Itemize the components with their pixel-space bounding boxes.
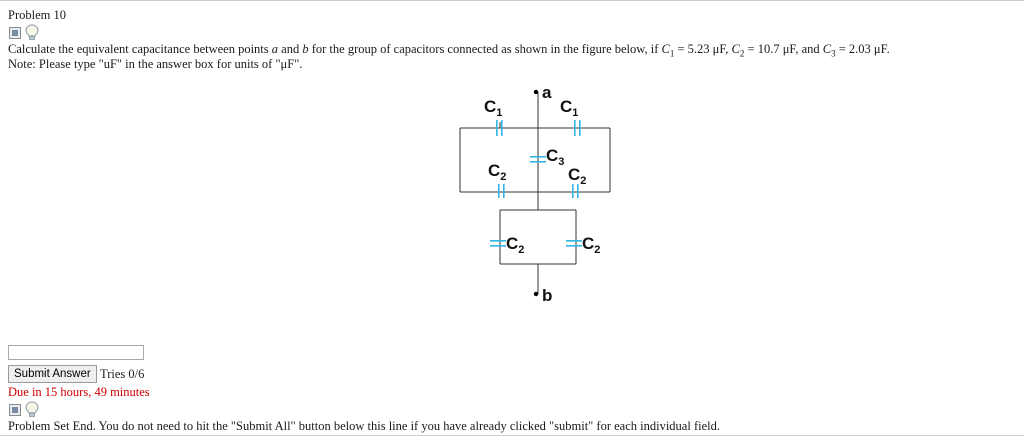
label-c2-left: C2: [488, 161, 506, 183]
label-c2-lower-right: C2: [582, 234, 600, 256]
label-c1-right: C1: [560, 97, 578, 119]
due-time: Due in 15 hours, 49 minutes: [8, 385, 150, 399]
label-c3: C3: [546, 146, 564, 168]
label-a: a: [542, 83, 552, 102]
note-text: Note: Please type "uF" in the answer box…: [8, 57, 303, 71]
c1-right-plates: [574, 120, 576, 136]
c3-plates: [530, 156, 546, 158]
tries-count: Tries 0/6: [100, 367, 145, 381]
label-c1-left: C1: [484, 97, 502, 119]
c2-left-plates: [498, 184, 500, 198]
label-c2-lower-left: C2: [506, 234, 524, 256]
label-b: b: [542, 286, 552, 305]
label-c2-right: C2: [568, 165, 586, 187]
terminal-a-dot: [533, 89, 539, 95]
terminal-b-dot: [533, 291, 539, 297]
circuit-diagram: a b C1 C1 C2 C2 C3 C2 C2: [459, 83, 611, 305]
submit-answer-button[interactable]: Submit Answer: [8, 365, 97, 383]
c2-right-plates: [572, 184, 574, 198]
answer-input[interactable]: [8, 345, 144, 360]
c2-lower-right-plates: [566, 240, 582, 242]
problem-set-end-text: Problem Set End. You do not need to hit …: [8, 419, 720, 433]
question-text: Calculate the equivalent capacitance bet…: [8, 42, 890, 59]
feedback-icon-bottom[interactable]: [9, 404, 21, 416]
hint-lightbulb-icon-bottom[interactable]: [25, 401, 39, 419]
feedback-icon[interactable]: [9, 27, 21, 39]
c1-left-plates: [496, 120, 498, 136]
problem-title: Problem 10: [8, 8, 66, 22]
c2-lower-left-plates: [490, 240, 506, 242]
hint-lightbulb-icon[interactable]: [25, 24, 39, 42]
top-divider: [0, 0, 1024, 1]
bottom-divider: [0, 435, 1024, 436]
